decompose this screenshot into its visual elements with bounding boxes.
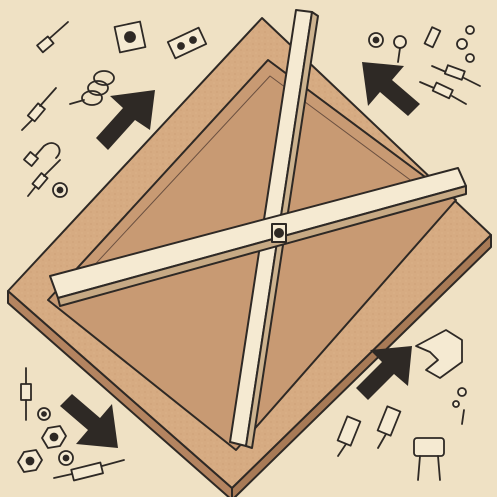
washer-icon (53, 183, 67, 197)
washer-icon (369, 33, 383, 47)
square-nut-icon (115, 22, 146, 53)
washer-icon (38, 408, 50, 420)
washer-icon (59, 451, 73, 465)
